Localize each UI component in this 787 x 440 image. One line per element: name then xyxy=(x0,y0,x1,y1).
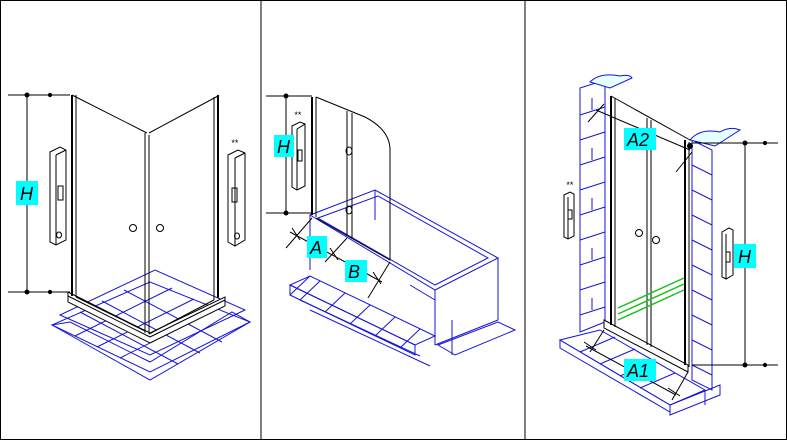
floor-tiles xyxy=(288,275,437,367)
wall-cap-right xyxy=(689,127,742,147)
height-label: H xyxy=(738,247,752,267)
hinge xyxy=(345,205,353,215)
height-label: H xyxy=(277,137,291,157)
door-knob xyxy=(129,224,137,232)
door-knob xyxy=(635,229,643,237)
height-label-bg xyxy=(16,181,38,205)
dim-a-label: A xyxy=(309,238,322,258)
dim-a-label-bg xyxy=(307,236,327,258)
door-knob xyxy=(156,224,164,232)
dim-a2-label: A2 xyxy=(626,130,649,150)
bath-screen-glass xyxy=(311,96,391,261)
bathtub xyxy=(308,189,517,356)
dim-a1-label: A1 xyxy=(626,361,649,381)
floor-tiles xyxy=(50,269,252,381)
wall-left xyxy=(579,79,606,333)
height-label-bg xyxy=(274,135,294,157)
door-knob xyxy=(652,236,660,244)
height-label-bg xyxy=(734,244,756,268)
dim-b-label: B xyxy=(348,262,360,282)
handle-detail-right xyxy=(227,149,246,247)
panel-corner-enclosure: ** H xyxy=(8,92,252,381)
panel-bath-screen: ** H A B xyxy=(266,93,517,367)
height-label: H xyxy=(20,184,34,204)
handle-detail-left xyxy=(49,146,67,246)
handle-detail-left xyxy=(563,191,575,240)
hinge xyxy=(345,146,353,156)
glass-panel-left xyxy=(71,94,150,334)
wall-right xyxy=(691,139,713,391)
wall-cap-left xyxy=(589,74,633,89)
dim-a1-label-bg xyxy=(624,359,656,381)
handle-note: ** xyxy=(294,110,302,120)
handle-detail xyxy=(291,121,306,191)
handle-detail-right xyxy=(721,227,734,280)
glass-accent xyxy=(617,277,685,321)
handle-note: ** xyxy=(566,180,574,190)
dim-a2-label-bg xyxy=(624,128,656,150)
glass-panel-right xyxy=(148,95,219,335)
dim-b-label-bg xyxy=(345,260,367,282)
handle-note: ** xyxy=(231,138,239,148)
panel-niche-door: ** A2 H xyxy=(558,74,778,416)
